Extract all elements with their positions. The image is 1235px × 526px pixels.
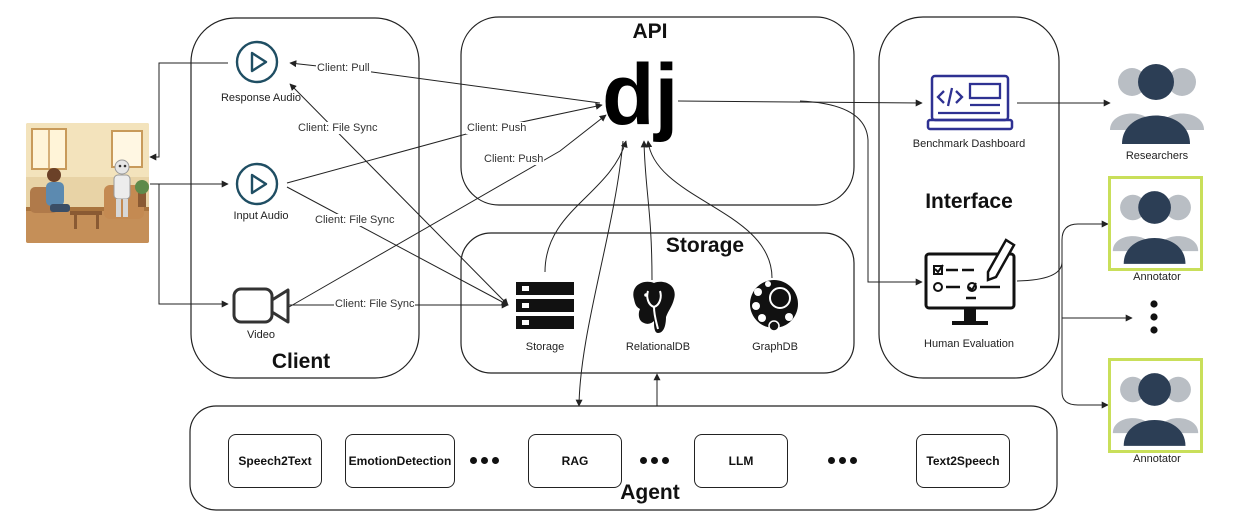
input-audio-label: Input Audio [233, 210, 289, 222]
annotator-1-label: Annotator [1133, 271, 1181, 283]
django-logo: dj [598, 47, 686, 148]
annotator-2-icon [1112, 373, 1199, 446]
response-audio-icon [235, 40, 279, 84]
edge-label-client-pull: Client: Pull [316, 62, 371, 74]
more-annotators-dots [1150, 300, 1158, 336]
client-title: Client [271, 350, 331, 373]
speech2text-box: Speech2Text [228, 434, 322, 488]
edge-dj-to-dashboard [677, 99, 923, 107]
storage-server-icon [516, 282, 574, 330]
edge-storage-to-dj [544, 140, 628, 273]
human-evaluation-label: Human Evaluation [924, 338, 1014, 350]
researchers-icon [1108, 62, 1206, 146]
edge-label-file-sync-response: Client: File Sync [297, 122, 379, 134]
api-title: API [632, 20, 668, 43]
video-label: Video [247, 329, 275, 341]
postgres-elephant-icon [624, 277, 684, 337]
graph-db-label: GraphDB [752, 341, 798, 353]
evaluation-checklist-icon [922, 236, 1018, 328]
annotator-2-frame [1108, 358, 1203, 453]
agent-ellipsis-1 [470, 457, 503, 464]
storage-group-box [460, 232, 855, 374]
video-camera-icon [232, 286, 290, 326]
edge-label-push-input: Client: Push [466, 122, 528, 134]
edge-file-sync-input [286, 186, 509, 306]
edge-file-sync-response [289, 83, 509, 306]
code-dashboard-icon [926, 74, 1014, 132]
edge-user-to-video [158, 184, 229, 308]
researchers-label: Researchers [1125, 150, 1189, 162]
agent-title: Agent [620, 481, 680, 504]
agent-ellipsis-3 [828, 457, 861, 464]
llm-box: LLM [694, 434, 788, 488]
edge-push-input [286, 102, 603, 184]
input-audio-icon [235, 162, 279, 206]
edge-dj-to-human-eval [799, 100, 923, 286]
edge-response-to-user [149, 62, 228, 161]
annotator-1-frame [1108, 176, 1203, 271]
edge-label-file-sync-input: Client: File Sync [314, 214, 396, 226]
emotion-detection-box: EmotionDetection [345, 434, 455, 488]
interface-group-box [878, 16, 1060, 379]
response-audio-label: Response Audio [220, 92, 302, 104]
edge-graph-to-dj [645, 140, 773, 279]
edge-eval-to-annotator-2 [1061, 300, 1109, 409]
rag-box: RAG [528, 434, 622, 488]
benchmark-dashboard-label: Benchmark Dashboard [912, 138, 1026, 150]
edge-push-video [288, 114, 607, 308]
django-logo-text: dj [602, 56, 678, 143]
agent-group-box [189, 405, 1058, 511]
edge-dj-to-agent [575, 140, 624, 407]
annotator-2-label: Annotator [1133, 453, 1181, 465]
agent-ellipsis-2 [640, 457, 673, 464]
graph-db-icon [744, 276, 802, 338]
annotator-1-icon [1112, 191, 1199, 264]
edge-relational-to-dj [640, 140, 653, 281]
relational-db-label: RelationalDB [625, 341, 691, 353]
user-robot-photo [26, 123, 149, 243]
edge-eval-to-annotators [1016, 220, 1109, 282]
client-group-box [190, 17, 420, 379]
edge-label-push-video: Client: Push [483, 153, 545, 165]
storage-label: Storage [525, 341, 565, 353]
api-group-box [460, 16, 855, 206]
interface-title: Interface [925, 190, 1013, 213]
storage-title: Storage [665, 234, 745, 257]
edge-label-file-sync-video: Client: File Sync [334, 298, 416, 310]
text2speech-box: Text2Speech [916, 434, 1010, 488]
